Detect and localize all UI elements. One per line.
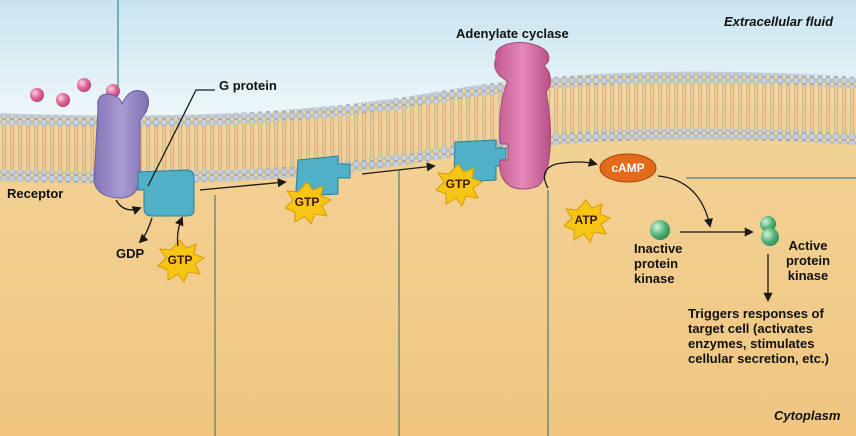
active-kinase-label: Active protein kinase (785, 238, 831, 283)
camp-molecule (599, 153, 657, 183)
gtp-text-3: GTP (445, 177, 471, 191)
gtp-starburst-3 (435, 163, 484, 208)
cytoplasm-label: Cytoplasm (774, 408, 841, 423)
extracellular-region (0, 0, 856, 118)
camp-text: cAMP (611, 161, 645, 175)
pathway-arrows (115, 89, 773, 302)
panel-dividers (117, 0, 856, 436)
adenylate-cyclase-protein (494, 41, 551, 190)
cell-membrane (0, 71, 856, 184)
inactive-kinase-label: Inactive protein kinase (634, 241, 683, 286)
receptor-protein (93, 90, 150, 199)
gtp-text-2: GTP (294, 195, 320, 209)
active-kinase-molecule (760, 216, 779, 246)
gtp-starburst-2 (284, 181, 333, 226)
receptor-label: Receptor (7, 186, 64, 201)
inactive-kinase-molecule (650, 220, 670, 240)
extracellular-fluid-label: Extracellular fluid (724, 14, 834, 29)
hormone-molecules (30, 78, 120, 107)
adenylate-cyclase-label: Adenylate cyclase (456, 26, 569, 41)
gtp-starburst-1 (157, 239, 206, 284)
g-protein-label: G protein (219, 78, 277, 93)
g-protein-bound (137, 169, 195, 217)
gdp-label: GDP (116, 246, 145, 261)
response-text: Triggers responses of target cell (activ… (688, 306, 829, 366)
atp-starburst (563, 199, 612, 244)
gtp-text-1: GTP (167, 253, 193, 267)
atp-text: ATP (574, 213, 598, 227)
